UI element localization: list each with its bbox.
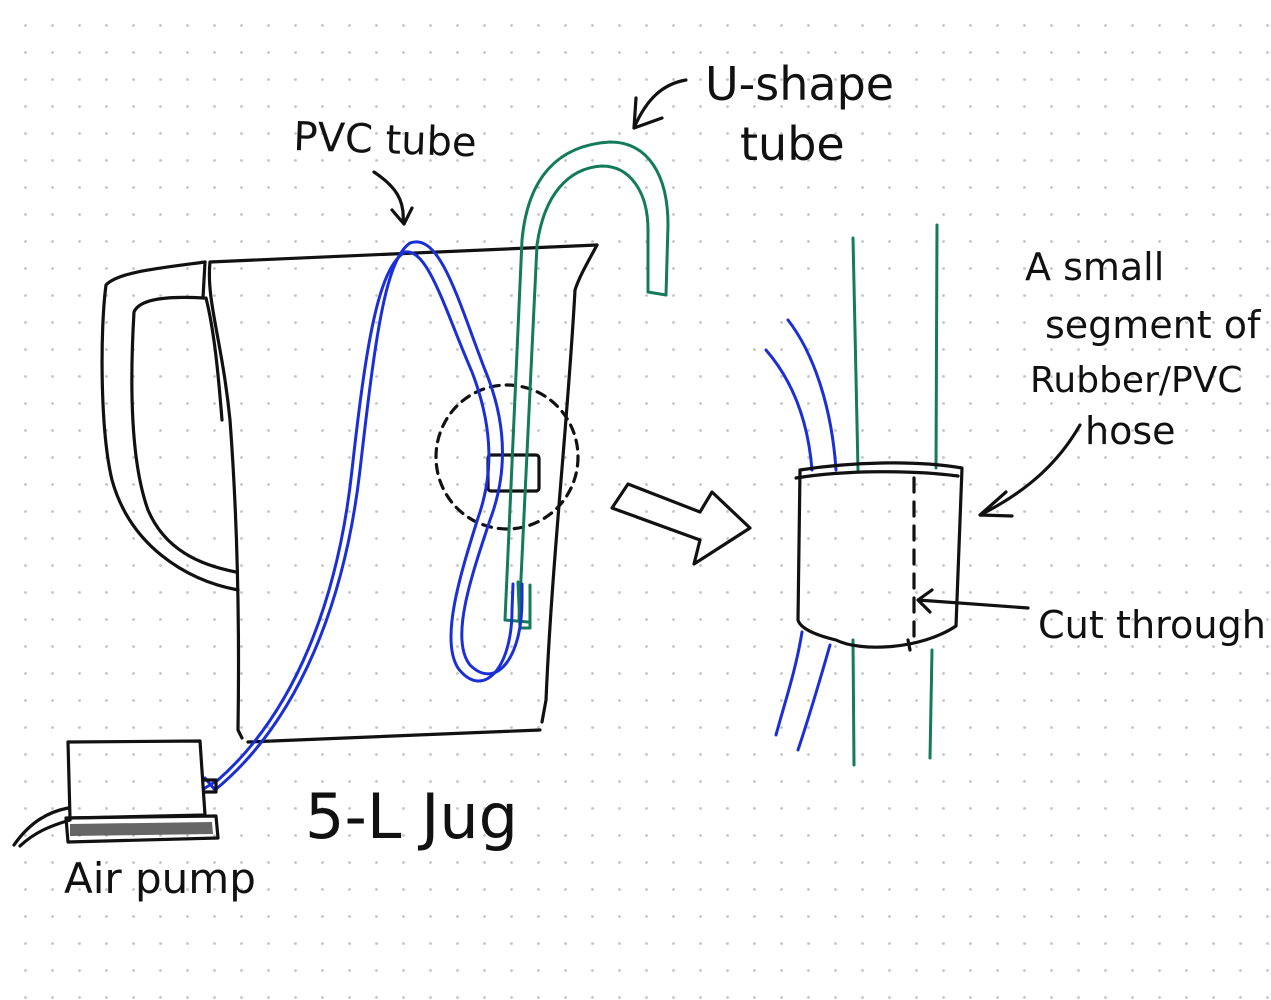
air-pump-base-hatch [70, 822, 213, 836]
air-pump-power-cord [12, 806, 72, 848]
u-tube-outer [503, 140, 670, 622]
detail-green-tube-right [928, 223, 939, 760]
u-tube-end [503, 290, 668, 624]
label-hose-line2: segment of [1045, 303, 1262, 347]
label-pvc-tube: PVC tube [293, 114, 478, 166]
u-tube-bottom-hook [516, 580, 532, 630]
pvc-tube-pointer-arrow [372, 170, 414, 226]
jug-rim-left [201, 260, 207, 300]
air-pump-body [66, 739, 207, 820]
u-tube-inner [517, 164, 650, 622]
label-hose-line4: hose [1085, 409, 1176, 453]
u-shape-tube [503, 140, 670, 630]
air-pump [12, 739, 220, 848]
label-u-shape-line2: tube [740, 117, 845, 171]
label-u-shape-line1: U-shape [705, 57, 894, 111]
hose-pointer-arrow [978, 423, 1082, 518]
detail-blue-tube-upper-b [786, 318, 838, 472]
label-hose-line1: A small [1025, 245, 1164, 289]
label-air-pump: Air pump [64, 854, 256, 903]
u-shape-pointer-arrow [632, 78, 688, 130]
detail-blue-tube-upper-a [764, 348, 814, 472]
label-cut-through: Cut through [1038, 603, 1266, 647]
label-hose-line3: Rubber/PVC [1030, 360, 1242, 401]
detail-hose-segment [794, 461, 964, 649]
air-pump-base [64, 814, 220, 844]
pvc-tube-outer [213, 240, 524, 792]
detail-circle [434, 383, 580, 531]
jug-handle [100, 260, 240, 592]
cut-through-pointer-arrow [916, 588, 1030, 614]
detail-cut-edge [906, 638, 912, 652]
detail-blue-tube-lower-b [796, 643, 832, 752]
air-pump-outlet [202, 778, 218, 794]
label-jug: 5-L Jug [305, 780, 518, 853]
detail-green-tube-left [851, 236, 860, 767]
detail-block-arrow [610, 482, 752, 566]
detail-blue-tube-lower-a [774, 630, 804, 737]
detail-view [764, 223, 964, 767]
jug-body-outline [207, 243, 599, 744]
pvc-tube [203, 240, 524, 792]
pvc-tube-inner [216, 250, 515, 782]
